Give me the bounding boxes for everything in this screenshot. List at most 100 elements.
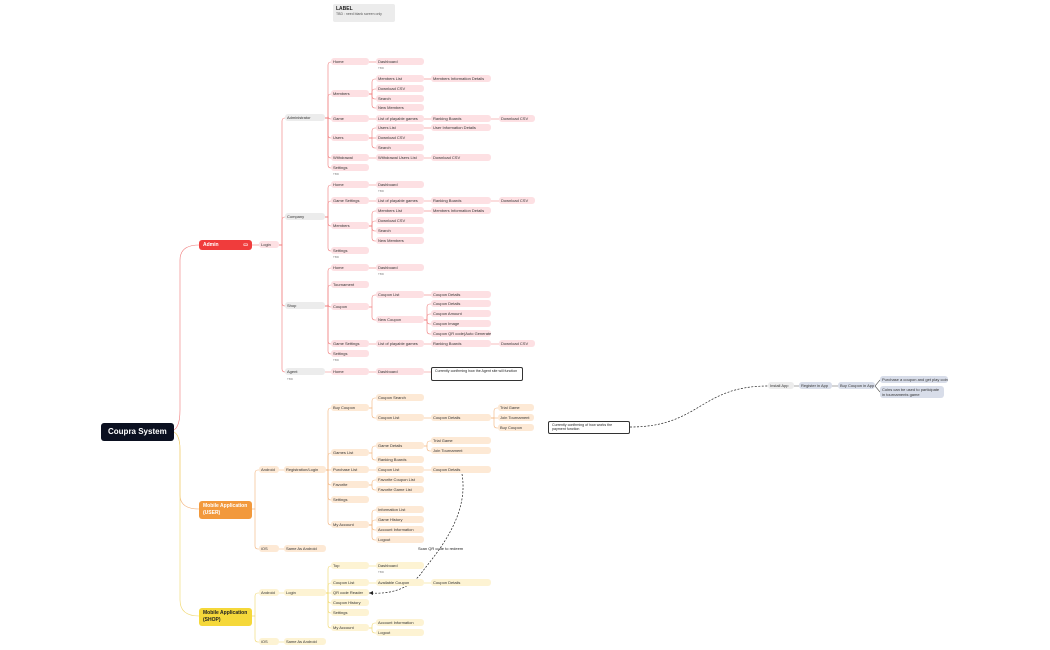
shop-app-qr-reader[interactable]: QR code Reader xyxy=(331,589,369,596)
agent-dashboard[interactable]: Dashboard xyxy=(376,368,424,375)
shop-app-coupon-list[interactable]: Coupon List xyxy=(331,579,369,586)
user-reg-login[interactable]: Registration/Login xyxy=(284,466,326,473)
shop-node[interactable]: Shop xyxy=(285,302,325,309)
shop-list-games[interactable]: List of playable games xyxy=(376,340,424,347)
shop-app-my-account[interactable]: My Account xyxy=(331,624,369,631)
adm-game[interactable]: Game xyxy=(331,115,369,122)
adm-new-members[interactable]: New Members xyxy=(376,104,424,111)
user-purchase-list[interactable]: Purchase List xyxy=(331,466,369,473)
shop-app-available-coupon[interactable]: Available Coupon xyxy=(376,579,424,586)
co-new-members[interactable]: New Members xyxy=(376,237,424,244)
shop-app-node[interactable]: Mobile Application (SHOP) xyxy=(199,608,252,626)
co-members-info[interactable]: Members Information Details xyxy=(431,207,491,214)
flow-install-app[interactable]: Install App xyxy=(768,382,794,389)
co-settings[interactable]: Settings xyxy=(331,247,369,254)
user-logout[interactable]: Logout xyxy=(376,536,424,543)
co-home[interactable]: Home xyxy=(331,181,369,188)
user-trial-game-2[interactable]: Trial Game xyxy=(431,437,491,444)
shop-app-logout[interactable]: Logout xyxy=(376,629,424,636)
user-favorite[interactable]: Favorite xyxy=(331,481,369,488)
adm-game-download-csv[interactable]: Download CSV xyxy=(499,115,535,122)
agent-home[interactable]: Home xyxy=(331,368,369,375)
user-buy-coupon-2[interactable]: Buy Coupon xyxy=(498,424,534,431)
co-members-list[interactable]: Members List xyxy=(376,207,424,214)
user-pl-coupon-list[interactable]: Coupon List xyxy=(376,466,424,473)
user-game-history[interactable]: Game History xyxy=(376,516,424,523)
agent-node[interactable]: Agent xyxy=(285,368,325,375)
shop-ranking-boards[interactable]: Ranking Boards xyxy=(431,340,491,347)
adm-users-download-csv[interactable]: Download CSV xyxy=(376,134,424,141)
user-app-node[interactable]: Mobile Application (USER) xyxy=(199,501,252,519)
root-node[interactable]: Coupra System xyxy=(101,423,174,441)
flow-buy-in-app[interactable]: Buy Coupon in App xyxy=(838,382,875,389)
user-coupon-details[interactable]: Coupon Details xyxy=(431,414,491,421)
user-fav-game-list[interactable]: Favorite Game List xyxy=(376,486,424,493)
adm-search[interactable]: Search xyxy=(376,95,424,102)
adm-ranking-boards[interactable]: Ranking Boards xyxy=(431,115,491,122)
adm-withdrawal-list[interactable]: Withdrawal Users List xyxy=(376,154,424,161)
shop-nc-image[interactable]: Coupon Image xyxy=(431,320,491,327)
adm-users-search[interactable]: Search xyxy=(376,144,424,151)
adm-withdrawal[interactable]: Withdrawal xyxy=(331,154,369,161)
user-game-details[interactable]: Game Details xyxy=(376,442,424,449)
shop-download-csv[interactable]: Download CSV xyxy=(499,340,535,347)
co-dashboard[interactable]: Dashboard xyxy=(376,181,424,188)
user-information-list[interactable]: Information List xyxy=(376,506,424,513)
user-android[interactable]: Android xyxy=(259,466,279,473)
company-node[interactable]: Company xyxy=(285,213,325,220)
user-my-account[interactable]: My Account xyxy=(331,521,369,528)
shop-app-same-as-android[interactable]: Same As Android xyxy=(284,638,326,645)
user-same-as-android[interactable]: Same As Android xyxy=(284,545,326,552)
shop-new-coupon[interactable]: New Coupon xyxy=(376,316,424,323)
admin-login[interactable]: Login xyxy=(259,241,279,248)
shop-app-account-information[interactable]: Account Information xyxy=(376,619,424,626)
adm-settings[interactable]: Settings xyxy=(331,164,369,171)
co-download-csv[interactable]: Download CSV xyxy=(499,197,535,204)
user-trial-game[interactable]: Trial Game xyxy=(498,404,534,411)
shop-coupon-details[interactable]: Coupon Details xyxy=(431,291,491,298)
adm-list-games[interactable]: List of playable games xyxy=(376,115,424,122)
shop-nc-details[interactable]: Coupon Details xyxy=(431,300,491,307)
shop-home[interactable]: Home xyxy=(331,264,369,271)
administrator-node[interactable]: Administrator xyxy=(285,114,325,121)
shop-tournament[interactable]: Tournament xyxy=(331,281,369,288)
user-coupon-list[interactable]: Coupon List xyxy=(376,414,424,421)
user-settings[interactable]: Settings xyxy=(331,496,369,503)
user-account-information[interactable]: Account Information xyxy=(376,526,424,533)
adm-download-csv[interactable]: Download CSV xyxy=(376,85,424,92)
adm-users[interactable]: Users xyxy=(331,134,369,141)
adm-withdrawal-csv[interactable]: Download CSV xyxy=(431,154,491,161)
user-fav-coupon-list[interactable]: Favorite Coupon List xyxy=(376,476,424,483)
shop-nc-qr[interactable]: Coupon QR code(Auto Generate) xyxy=(431,330,491,337)
user-join-tournament[interactable]: Join Tournament xyxy=(498,414,534,421)
shop-app-dashboard[interactable]: Dashboard xyxy=(376,562,424,569)
shop-app-android[interactable]: Android xyxy=(259,589,279,596)
user-ios[interactable]: iOS xyxy=(259,545,279,552)
adm-user-info[interactable]: User Information Details xyxy=(431,124,491,131)
user-pl-coupon-details[interactable]: Coupon Details xyxy=(431,466,491,473)
co-search[interactable]: Search xyxy=(376,227,424,234)
shop-coupon-list[interactable]: Coupon List xyxy=(376,291,424,298)
shop-app-coupon-details[interactable]: Coupon Details xyxy=(431,579,491,586)
shop-coupon[interactable]: Coupon xyxy=(331,303,369,310)
admin-node[interactable]: Admin▭ xyxy=(199,240,252,250)
user-ranking-boards[interactable]: Ranking Boards xyxy=(376,456,424,463)
adm-members[interactable]: Members xyxy=(331,90,369,97)
flow-register[interactable]: Register in App xyxy=(799,382,832,389)
shop-app-ios[interactable]: iOS xyxy=(259,638,279,645)
adm-dashboard[interactable]: Dashboard xyxy=(376,58,424,65)
user-buy-coupon[interactable]: Buy Coupon xyxy=(331,404,369,411)
adm-members-list[interactable]: Members List xyxy=(376,75,424,82)
shop-app-login[interactable]: Login xyxy=(284,589,326,596)
user-join-tournament-2[interactable]: Join Tournament xyxy=(431,447,491,454)
co-members[interactable]: Members xyxy=(331,222,369,229)
co-list-games[interactable]: List of playable games xyxy=(376,197,424,204)
shop-app-settings[interactable]: Settings xyxy=(331,609,369,616)
adm-users-list[interactable]: Users List xyxy=(376,124,424,131)
shop-app-top[interactable]: Top xyxy=(331,562,369,569)
shop-app-coupon-history[interactable]: Coupon History xyxy=(331,599,369,606)
shop-settings[interactable]: Settings xyxy=(331,350,369,357)
user-games-list[interactable]: Games List xyxy=(331,449,369,456)
adm-members-info[interactable]: Members Information Details xyxy=(431,75,491,82)
adm-home[interactable]: Home xyxy=(331,58,369,65)
